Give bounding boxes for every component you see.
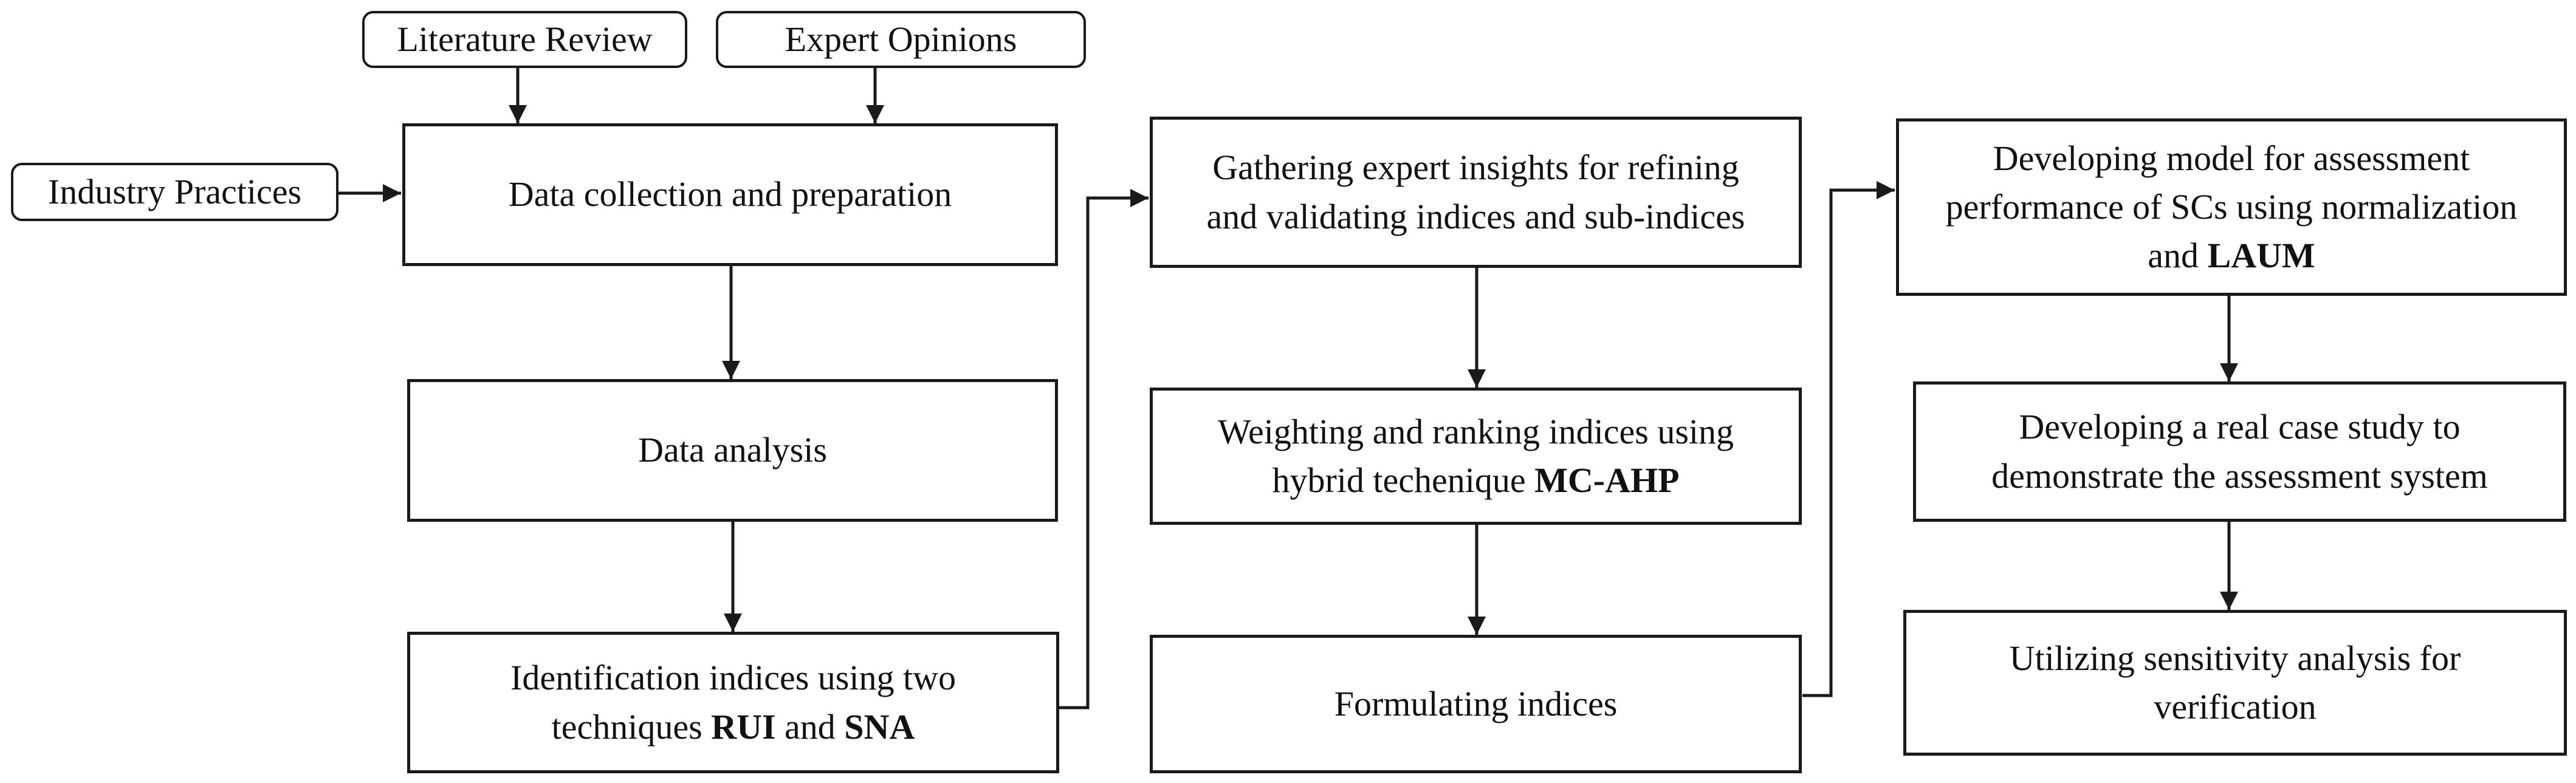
weighting-line-2-prefix: hybrid techenique — [1272, 460, 1535, 500]
data-collection-box: Data collection and preparation — [402, 123, 1058, 266]
connector-formulating-to-model — [1802, 181, 1895, 697]
sensitivity-analysis-box: Utilizing sensitivity analysis for verif… — [1903, 610, 2567, 756]
formulating-label: Formulating indices — [1334, 683, 1618, 723]
developing-model-box: Developing model for assessment performa… — [1896, 118, 2567, 296]
identification-indices-box: Identification indices using two techniq… — [407, 632, 1059, 773]
identification-line-2: techniques RUI and SNA — [552, 703, 915, 751]
mc-ahp-term: MC-AHP — [1534, 460, 1680, 500]
gathering-line-1: Gathering expert insights for refining — [1212, 148, 1739, 188]
data-analysis-box: Data analysis — [407, 379, 1058, 522]
model-line-2: performance of SCs using normalization — [1945, 186, 2518, 227]
connector-identification-to-gathering — [1059, 189, 1149, 709]
case-study-line-2: demonstrate the assessment system — [1991, 456, 2488, 496]
gathering-insights-box: Gathering expert insights for refining a… — [1150, 117, 1802, 268]
weighting-line-1: Weighting and ranking indices using — [1217, 411, 1734, 451]
expert-opinions-box: Expert Opinions — [716, 11, 1086, 68]
gathering-line-2: and validating indices and sub-indices — [1206, 196, 1745, 236]
rui-term: RUI — [711, 706, 776, 747]
weighting-line-2: hybrid techenique MC-AHP — [1272, 456, 1679, 505]
identification-line-2-prefix: techniques — [551, 706, 712, 747]
case-study-line-1: Developing a real case study to — [2019, 407, 2461, 447]
model-line-1: Developing model for assessment — [1993, 138, 2470, 178]
case-study-box: Developing a real case study to demonstr… — [1913, 381, 2566, 522]
model-line-3: and LAUM — [2148, 231, 2315, 280]
data-collection-label: Data collection and preparation — [508, 174, 952, 214]
industry-practices-label: Industry Practices — [47, 172, 302, 212]
industry-practices-box: Industry Practices — [11, 163, 338, 221]
literature-review-box: Literature Review — [362, 11, 687, 68]
sna-term: SNA — [844, 706, 915, 747]
formulating-indices-box: Formulating indices — [1150, 635, 1802, 773]
weighting-ranking-box: Weighting and ranking indices using hybr… — [1150, 388, 1802, 525]
identification-line-1: Identification indices using two — [510, 658, 956, 698]
expert-opinions-label: Expert Opinions — [785, 19, 1017, 60]
identification-line-2-and: and — [775, 706, 845, 747]
sensitivity-line-2: verification — [2154, 687, 2317, 727]
model-line-3-prefix: and — [2148, 236, 2208, 276]
sensitivity-line-1: Utilizing sensitivity analysis for — [2009, 638, 2461, 678]
data-analysis-label: Data analysis — [638, 430, 827, 470]
literature-review-label: Literature Review — [397, 19, 653, 60]
laum-term: LAUM — [2207, 236, 2315, 276]
